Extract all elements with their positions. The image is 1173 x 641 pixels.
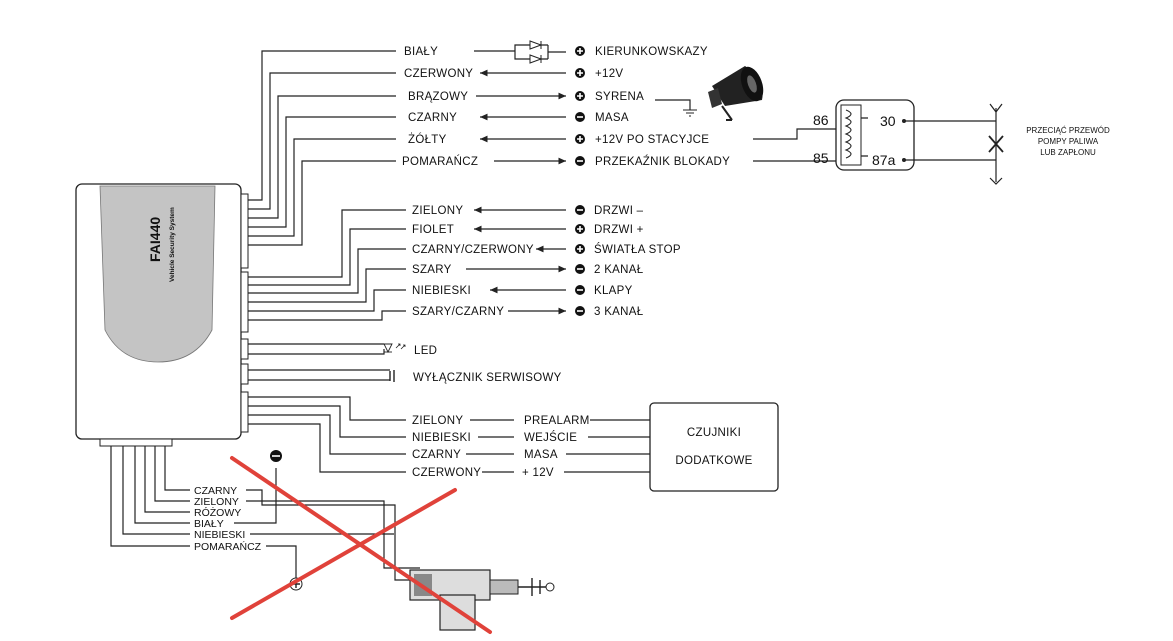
sensor-wire-list: ZIELONY PREALARM NIEBIESKI WEJŚCIE CZARN… [412,415,650,479]
plus-terminal-icon [575,46,585,56]
connector-sensors [240,391,249,433]
connector-middle [240,271,249,333]
wire-target-label: DRZWI – [594,205,644,217]
sensor-function-label: + 12V [522,467,554,479]
wire-color-label: SZARY/CZARNY [412,306,504,318]
wire-color-label: ZIELONY [194,496,239,508]
wire-color-label: NIEBIESKI [194,529,245,541]
wire-target-label: 3 KANAŁ [594,306,644,318]
wire-target-label: +12V [595,68,623,80]
plus-terminal-icon [575,91,585,101]
cancel-cross-mark [230,456,492,634]
unit-subtitle-label: Vehicle Security System [169,207,176,282]
relay-note-line: LUB ZAPŁONU [1040,148,1096,157]
bottom-wire-routing [110,446,420,581]
wire-color-label: NIEBIESKI [412,285,471,297]
wire-color-label: CZARNY [194,485,237,497]
alarm-control-unit: FAI440 Vehicle Security System [75,183,249,447]
relay-pin-label: 30 [880,113,896,129]
relay-note-line: POMPY PALIWA [1038,137,1099,146]
wire-target-label: ŚWIATŁA STOP [594,243,681,256]
service-switch-label: WYŁĄCZNIK SERWISOWY [413,372,562,384]
relay-pin-label: 86 [813,112,829,128]
minus-terminal-icon [575,156,585,166]
sensor-function-label: WEJŚCIE [524,431,577,444]
connector-top [240,193,249,269]
minus-terminal-icon [270,450,282,462]
wire-color-label: NIEBIESKI [412,432,471,444]
top-wire-list: BIAŁY KIERUNKOWSKAZY CZERWONY +12V BRĄZO… [402,40,730,168]
wire-color-label: CZARNY [412,449,461,461]
plus-terminal-icon [575,134,585,144]
connector-bottom [99,438,173,447]
wire-color-label: ZIELONY [412,415,463,427]
sensor-box-line: CZUJNIKI [687,427,741,439]
plus-terminal-icon [575,68,585,78]
wire-color-label: CZERWONY [404,68,473,80]
wire-color-label: ŻÓŁTY [408,133,447,146]
wire-target-label: DRZWI + [594,224,644,236]
wire-color-label: POMARAŃCZ [194,540,262,553]
led-indicator: LED [383,343,437,357]
wire-color-label: SZARY [412,264,452,276]
minus-terminal-icon [575,112,585,122]
wire-target-label: +12V PO STACYJCE [595,134,709,146]
connector-led [240,338,249,360]
immobilizer-relay: 86 85 30 87a PRZECIĄĆ PRZEWÓD POMPY PALI… [753,99,1110,185]
unit-model-label: FAI440 [147,217,163,262]
siren-icon [655,66,764,121]
wire-color-label: POMARAŃCZ [402,155,478,168]
relay-note-line: PRZECIĄĆ PRZEWÓD [1026,126,1110,135]
wire-color-label: CZARNY/CZERWONY [412,244,534,256]
middle-wire-list: ZIELONY DRZWI – FIOLET DRZWI + CZARNY/CZ… [412,205,681,318]
relay-pin-label: 87a [872,152,896,168]
wire-target-label: KLAPY [594,285,633,297]
relay-pin-label: 85 [813,150,829,166]
wire-target-label: 2 KANAŁ [594,264,644,276]
wire-color-label: FIOLET [412,224,454,236]
wire-color-label: CZERWONY [412,467,481,479]
bottom-wire-labels: CZARNY ZIELONY RÓŻOWY BIAŁY NIEBIESKI PO… [194,485,262,553]
wire-target-label: MASA [595,112,629,124]
led-label: LED [414,345,437,357]
wire-target-label: SYRENA [595,91,644,103]
minus-terminal-icon [575,285,585,295]
minus-terminal-icon [575,205,585,215]
connector-service [240,363,249,385]
wire-target-label: KIERUNKOWSKAZY [595,46,708,58]
wire-target-label: PRZEKAŹNIK BLOKADY [595,155,730,168]
wire-color-label: RÓŻOWY [194,506,241,519]
top-wire-routing [248,50,406,473]
wire-color-label: CZARNY [408,112,457,124]
door-lock-actuator-icon [409,569,555,631]
sensor-box-line: DODATKOWE [675,455,752,467]
plus-terminal-icon [575,244,585,254]
sensor-box: CZUJNIKI DODATKOWE [649,402,779,492]
sensor-function-label: PREALARM [524,415,590,427]
wire-color-label: BIAŁY [194,518,224,530]
wire-color-label: BRĄZOWY [408,91,468,103]
minus-terminal-icon [575,306,585,316]
wire-color-label: ZIELONY [412,205,463,217]
wire-color-label: BIAŁY [404,46,438,58]
sensor-function-label: MASA [524,449,558,461]
plus-terminal-icon [575,224,585,234]
minus-terminal-icon [575,264,585,274]
